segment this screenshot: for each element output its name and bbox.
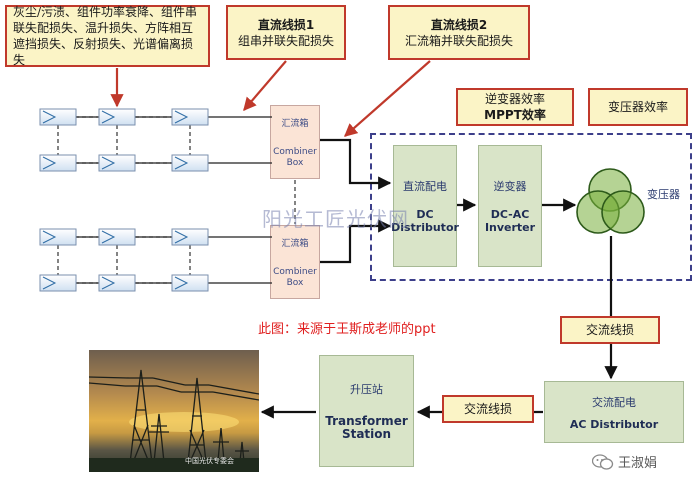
photo-label: 中国光伏专委会 bbox=[185, 457, 234, 465]
pv-string-row-3 bbox=[39, 228, 272, 246]
source-caption: 此图：来源于王斯成老师的ppt bbox=[258, 322, 436, 337]
dc-loss-2-title: 直流线损2 bbox=[430, 17, 488, 32]
inverter-efficiency-line1: 逆变器效率 bbox=[484, 92, 545, 106]
pv-module bbox=[98, 274, 136, 292]
pv-array bbox=[39, 108, 272, 292]
combiner-box-bottom-en-1: Combiner bbox=[273, 266, 317, 277]
ac-distributor-cn: 交流配电 bbox=[592, 395, 636, 409]
pv-module bbox=[39, 274, 77, 292]
ac-distributor-en: AC Distributor bbox=[569, 417, 659, 431]
ac-loss-2-callout: 交流线损 bbox=[442, 395, 534, 423]
pv-module bbox=[171, 228, 209, 246]
dc-loss-1-callout: 直流线损1 组串并联失配损失 bbox=[226, 5, 346, 60]
pv-module bbox=[39, 154, 77, 172]
combiner-box-top: 汇流箱 Combiner Box bbox=[270, 105, 320, 179]
mppt-efficiency-line: MPPT效率 bbox=[484, 108, 546, 122]
combiner-box-bottom: 汇流箱 Combiner Box bbox=[270, 225, 320, 299]
pv-module bbox=[98, 228, 136, 246]
pv-module bbox=[171, 108, 209, 126]
dc-loss-2-pointer bbox=[344, 60, 431, 137]
transformer-symbol bbox=[576, 168, 645, 234]
combiner-box-bottom-en-2: Box bbox=[286, 277, 304, 288]
combiner-box-top-en-1: Combiner bbox=[273, 146, 317, 157]
dc-distributor-cn: 直流配电 bbox=[403, 180, 447, 193]
wechat-name: 王淑娟 bbox=[618, 456, 658, 471]
dc-loss-2-subtitle: 汇流箱并联失配损失 bbox=[404, 33, 513, 48]
module-losses-callout: 灰尘/污渍、组件功率衰降、组件串联失配损失、温升损失、方阵相互遮挡损失、反射损失… bbox=[5, 5, 210, 67]
array-vertical-links-top bbox=[57, 125, 191, 275]
pv-module bbox=[39, 108, 77, 126]
transformer-station-block: 升压站 Transformer Station bbox=[319, 355, 414, 467]
station-en-2: Station bbox=[341, 427, 392, 441]
pv-module bbox=[98, 108, 136, 126]
dc-distributor-en-1: DC bbox=[416, 208, 434, 221]
tower-silhouettes bbox=[89, 369, 259, 472]
combiner-box-top-en-2: Box bbox=[286, 157, 304, 168]
transformer-efficiency-callout: 变压器效率 bbox=[588, 88, 688, 126]
station-cn: 升压站 bbox=[350, 383, 383, 396]
combiner-top-to-dc-arrow bbox=[320, 138, 392, 190]
dc-loss-1-title: 直流线损1 bbox=[257, 17, 315, 32]
pv-module bbox=[98, 154, 136, 172]
dc-loss-1-subtitle: 组串并联失配损失 bbox=[237, 33, 334, 48]
transmission-towers-photo: 中国光伏专委会 bbox=[89, 350, 259, 472]
ac-loss-1-callout: 交流线损 bbox=[560, 316, 660, 344]
wechat-tag: 王淑娟 bbox=[592, 452, 657, 471]
watermark: 阳光工匠光伏网 bbox=[262, 207, 409, 231]
dc-distributor-en-2: Distributor bbox=[391, 221, 459, 234]
inverter-efficiency-callout: 逆变器效率 MPPT效率 bbox=[456, 88, 574, 126]
module-losses-text: 灰尘/污渍、组件功率衰降、组件串联失配损失、温升损失、方阵相互遮挡损失、反射损失… bbox=[13, 5, 198, 67]
ac-distributor-block: 交流配电 AC Distributor bbox=[544, 381, 684, 443]
dc-loss-1-pointer bbox=[243, 60, 287, 112]
pv-module bbox=[171, 274, 209, 292]
pv-string-row-4 bbox=[39, 274, 272, 292]
inverter-block: 逆变器 DC-AC Inverter bbox=[478, 145, 542, 267]
power-conversion-region bbox=[370, 133, 692, 281]
wechat-icon bbox=[592, 453, 614, 470]
ac-loss-2-text: 交流线损 bbox=[463, 402, 512, 416]
inverter-en-2: Inverter bbox=[484, 221, 536, 234]
inverter-cn: 逆变器 bbox=[493, 180, 527, 193]
combiner-box-top-cn: 汇流箱 bbox=[281, 118, 309, 129]
combiner-box-bottom-cn: 汇流箱 bbox=[281, 238, 309, 249]
pv-string-row-2 bbox=[39, 154, 272, 172]
pv-string-row-1 bbox=[39, 108, 272, 126]
inverter-en-1: DC-AC bbox=[490, 208, 530, 221]
station-en-1: Transformer bbox=[325, 414, 408, 428]
ac-loss-1-text: 交流线损 bbox=[585, 323, 634, 337]
transformer-efficiency-text: 变压器效率 bbox=[607, 100, 668, 114]
combiner-bottom-to-dc-arrow bbox=[320, 219, 392, 264]
pv-module bbox=[171, 154, 209, 172]
dc-distributor-block: 直流配电 DC Distributor bbox=[391, 145, 459, 267]
transformer-label: 变压器 bbox=[647, 188, 680, 201]
dc-loss-2-callout: 直流线损2 汇流箱并联失配损失 bbox=[388, 5, 530, 60]
pv-module bbox=[39, 228, 77, 246]
